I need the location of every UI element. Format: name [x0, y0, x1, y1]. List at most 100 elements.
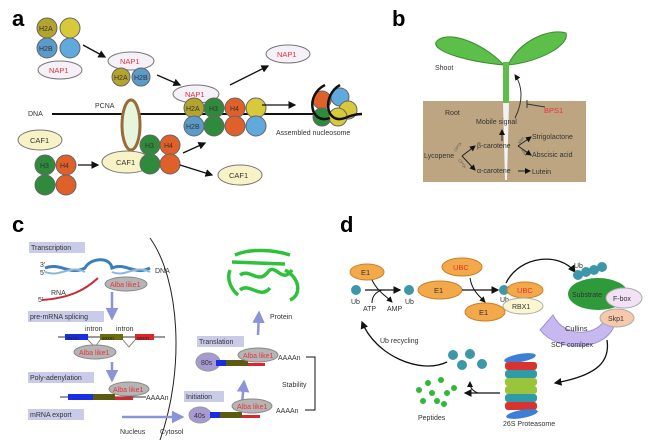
- h2a-label: H2A: [39, 26, 53, 33]
- alba-like1-label: Alba like1: [110, 282, 140, 289]
- root-tip: [503, 103, 509, 180]
- panel-d: d E1 Ub ATP AMP Ub E1 UBC E1 Cullins Ub …: [340, 212, 643, 428]
- e1-label: E1: [479, 308, 488, 317]
- strigolactone-label: Strigolactone: [532, 134, 573, 141]
- polya-tail-label: AAAAn: [278, 355, 301, 362]
- panel-c: c Transcription 3' 5' 5' DNA RNA Alba li…: [12, 212, 316, 441]
- proteasome: [504, 353, 538, 419]
- alba-like1-label: Alba like1: [113, 387, 143, 394]
- max-label: Max: [517, 136, 525, 145]
- fbox-label: F-box: [613, 296, 631, 303]
- exon-label: exon: [67, 336, 79, 342]
- ribosome-80s-label: 80s: [201, 360, 213, 367]
- polyubiquitin-chain: [573, 262, 607, 280]
- stem: [503, 62, 509, 103]
- h2b-label: H2B: [134, 75, 148, 82]
- dna-label: DNA: [155, 268, 170, 275]
- three-prime-label: 3': [40, 262, 45, 269]
- h4-label: H4: [60, 163, 69, 170]
- exon-label: exon: [102, 336, 114, 342]
- lycopene-label: Lycopene: [424, 153, 454, 160]
- panel-label-c: c: [12, 212, 24, 237]
- stability-label: Stability: [282, 382, 307, 389]
- intron-label: intron: [116, 326, 134, 333]
- caf1-label: CAF1: [30, 136, 49, 145]
- mobile-signal-label: Mobile signal: [476, 119, 517, 126]
- free-ubiquitin: [448, 349, 487, 370]
- initiation-label: Initiation: [186, 394, 212, 401]
- ubc-label: UBC: [453, 263, 469, 272]
- h3-label: H3: [40, 163, 49, 170]
- ribosome-40s-label: 40s: [194, 413, 206, 420]
- peptides: [416, 377, 457, 407]
- h2a-label: H2A: [114, 75, 128, 82]
- caf1-label: CAF1: [116, 158, 135, 167]
- ub-label: Ub: [351, 299, 360, 306]
- dna-helix: [44, 258, 151, 273]
- h2a-label: H2A: [186, 106, 200, 113]
- stability-bracket: [305, 356, 316, 411]
- protein-label: Protein: [270, 314, 292, 321]
- nap1-label: NAP1: [277, 50, 297, 59]
- alpha-carotene-label: α-carotene: [477, 168, 511, 175]
- rna-strand: [41, 277, 99, 301]
- beta-carotene-label: β-carotene: [477, 143, 511, 150]
- e1-label: E1: [434, 286, 443, 295]
- substrate-label: Substrate: [572, 292, 602, 299]
- h3-label: H3: [209, 106, 218, 113]
- peptides-label: Peptides: [418, 415, 446, 422]
- h2a-h2b-dimer: H2A H2B: [36, 17, 81, 59]
- five-prime-label: 5': [40, 270, 45, 277]
- abscisic-acid-label: Abscisic acid: [532, 152, 573, 159]
- h4-label: H4: [164, 143, 173, 150]
- polya-tail-label: AAAAn: [146, 395, 169, 402]
- translation-label: Translation: [199, 339, 233, 346]
- lutein-label: Lutein: [532, 169, 551, 176]
- nap1-label: NAP1: [49, 66, 69, 75]
- nap1-label: NAP1: [185, 90, 205, 99]
- h4-label: H4: [230, 106, 239, 113]
- right-leaf: [507, 31, 567, 66]
- polyadenylation-label: Poly-adenylation: [30, 375, 82, 382]
- mrna-export-label: mRNA export: [30, 412, 72, 419]
- h3-label: H3: [145, 143, 154, 150]
- bps1-label: BPS1: [544, 106, 563, 115]
- e1-label: E1: [361, 268, 370, 277]
- alba-like1-label: Alba like1: [79, 350, 109, 357]
- rna-label: RNA: [51, 290, 66, 297]
- panel-label-b: b: [392, 6, 405, 31]
- root-label: Root: [445, 110, 460, 117]
- panel-label-a: a: [12, 6, 25, 31]
- nap1-ellipse: [37, 60, 83, 80]
- scf-complex-label: SCF comlpex: [551, 342, 594, 349]
- atp-label: ATP: [363, 306, 376, 313]
- nap1-label: NAP1: [120, 57, 140, 66]
- histone-octamer: H2A H3 H4 H2B: [183, 97, 267, 137]
- left-leaf: [435, 36, 506, 66]
- alba-like1-label: Alba like1: [243, 353, 273, 360]
- alba-like1-label: Alba like1: [237, 404, 267, 411]
- polya-tail-label: AAAAn: [276, 408, 299, 415]
- h2b-label: H2B: [186, 124, 200, 131]
- cpta-label: CPTA: [457, 158, 467, 170]
- exon-label: exon: [137, 336, 149, 342]
- panel-b: b Shoot Root Mobile signal BPS1 β-carote…: [392, 6, 586, 182]
- pcna-label: PCNA: [95, 103, 115, 110]
- five-prime-label: 5': [38, 297, 43, 304]
- assembled-nucleosome: [311, 83, 363, 127]
- transcription-label: Transcription: [31, 245, 71, 252]
- nuclear-membrane: [149, 237, 177, 441]
- cpta-label: CPTA: [453, 141, 463, 153]
- ub-label: Ub: [405, 299, 414, 306]
- cytosol-label: Cytosol: [160, 429, 184, 436]
- shoot-label: Shoot: [435, 65, 453, 72]
- caf1-label: CAF1: [229, 171, 248, 180]
- ub-recycling-label: Ub recycling: [380, 338, 419, 345]
- pcna-ring: [120, 98, 142, 152]
- proteasome-label: 26S Proteasome: [503, 421, 555, 428]
- skp1-label: Skp1: [608, 316, 624, 323]
- intron-label: intron: [85, 326, 103, 333]
- panel-label-d: d: [340, 212, 353, 237]
- ub-label: Ub: [500, 297, 509, 304]
